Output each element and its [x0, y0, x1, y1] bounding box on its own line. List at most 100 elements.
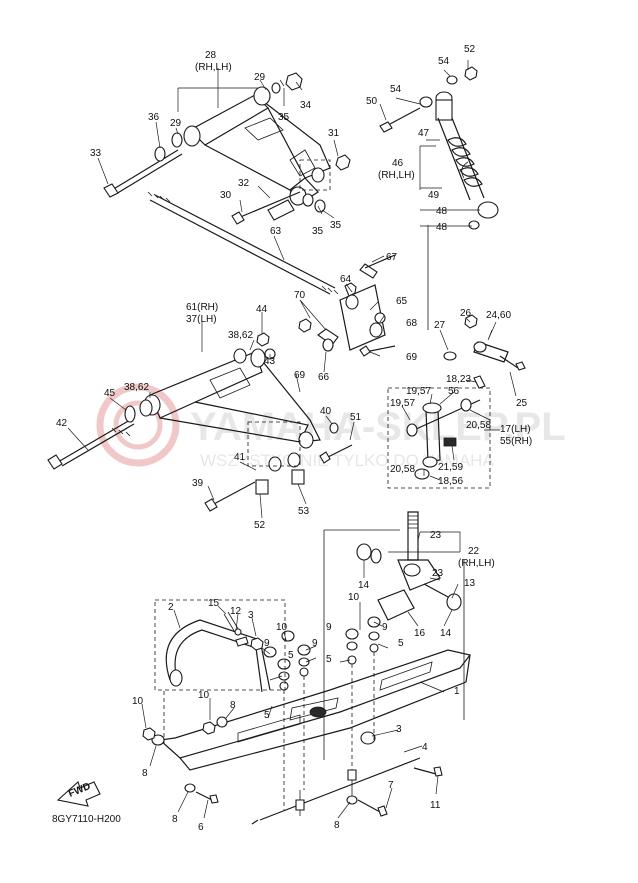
callout-17-lh: 17(LH) — [500, 424, 531, 435]
callout-35: 35 — [330, 220, 342, 231]
callout-10: 10 — [348, 592, 360, 603]
callout-23: 23 — [432, 568, 444, 579]
callout-61-rh: 61(RH) — [186, 302, 218, 313]
shaft-63 — [147, 191, 339, 295]
steering-cluster — [387, 314, 526, 489]
callout-5: 5 — [264, 710, 270, 721]
callout-44: 44 — [256, 304, 268, 315]
callout-47: 47 — [418, 128, 430, 139]
callout-25: 25 — [516, 398, 528, 409]
callout-31: 31 — [328, 128, 340, 139]
callout-39: 39 — [192, 478, 204, 489]
callout-14: 14 — [358, 580, 370, 591]
callout-63: 63 — [270, 226, 282, 237]
callout-5: 5 — [398, 638, 404, 649]
diagram-code: 8GY7110-H200 — [52, 814, 121, 825]
callout-28-sub: (RH,LH) — [195, 62, 232, 73]
callout-45: 45 — [104, 388, 116, 399]
callout-46-sub: (RH,LH) — [378, 170, 415, 181]
callout-69: 69 — [294, 370, 306, 381]
callout-20-58: 20,58 — [466, 420, 491, 431]
callout-56: 56 — [448, 386, 460, 397]
callout-53: 53 — [298, 506, 310, 517]
callout-46: 46 — [392, 158, 404, 169]
fwd-arrow-icon: FWD — [56, 781, 101, 807]
callout-38-62: 38,62 — [228, 330, 253, 341]
spindle-assembly — [323, 511, 465, 760]
callout-36: 36 — [148, 112, 160, 123]
callout-3: 3 — [248, 610, 254, 621]
callout-40: 40 — [320, 406, 332, 417]
callout-42: 42 — [56, 418, 68, 429]
callout-8: 8 — [142, 768, 148, 779]
watermark: YAMAHA-SKLEP.PL WSZYSTKO NIE TYLKO DO YA… — [96, 383, 566, 470]
callout-27: 27 — [434, 320, 446, 331]
callout-35: 35 — [312, 226, 324, 237]
callout-7: 7 — [388, 780, 394, 791]
ski-assembly — [142, 599, 472, 825]
callout-labels: 28 (RH,LH) 29 29 34 35 36 33 31 30 32 35… — [56, 44, 532, 833]
callout-18-23: 18,23 — [446, 374, 471, 385]
callout-18-56: 18,56 — [438, 476, 463, 487]
callout-22-sub: (RH,LH) — [458, 558, 495, 569]
callout-9: 9 — [264, 638, 270, 649]
callout-19-57: 19,57 — [406, 386, 431, 397]
callout-49: 49 — [428, 190, 440, 201]
callout-68: 68 — [406, 318, 418, 329]
callout-24-60: 24,60 — [486, 310, 511, 321]
callout-54: 54 — [390, 84, 402, 95]
callout-41: 41 — [234, 452, 246, 463]
callout-10: 10 — [276, 622, 288, 633]
callout-10: 10 — [198, 690, 210, 701]
callout-12: 12 — [230, 606, 242, 617]
callout-29: 29 — [170, 118, 182, 129]
callout-19-57: 19,57 — [390, 398, 415, 409]
callout-13: 13 — [464, 578, 476, 589]
callout-8: 8 — [172, 814, 178, 825]
callout-8: 8 — [230, 700, 236, 711]
callout-1: 1 — [454, 686, 460, 697]
callout-5: 5 — [288, 650, 294, 661]
callout-26: 26 — [460, 308, 472, 319]
callout-4: 4 — [422, 742, 428, 753]
callout-33: 33 — [90, 148, 102, 159]
callout-32: 32 — [238, 178, 250, 189]
callout-65: 65 — [396, 296, 408, 307]
callout-54: 54 — [438, 56, 450, 67]
callout-70: 70 — [294, 290, 306, 301]
callout-10: 10 — [132, 696, 144, 707]
watermark-main: YAMAHA-SKLEP.PL — [190, 405, 566, 449]
callout-48: 48 — [436, 222, 448, 233]
callout-14: 14 — [440, 628, 452, 639]
callout-30: 30 — [220, 190, 232, 201]
callout-11: 11 — [430, 800, 441, 811]
callout-51: 51 — [350, 412, 362, 423]
callout-52: 52 — [464, 44, 476, 55]
callout-3: 3 — [396, 724, 402, 735]
callout-9: 9 — [382, 622, 388, 633]
callout-5: 5 — [326, 654, 332, 665]
callout-37-lh: 37(LH) — [186, 314, 217, 325]
callout-15: 15 — [208, 598, 220, 609]
callout-64: 64 — [340, 274, 352, 285]
callout-16: 16 — [414, 628, 426, 639]
callout-29: 29 — [254, 72, 266, 83]
callout-9: 9 — [312, 638, 318, 649]
link-assembly — [298, 254, 396, 357]
callout-2: 2 — [168, 602, 174, 613]
callout-50: 50 — [366, 96, 378, 107]
callout-66: 66 — [318, 372, 330, 383]
shock-absorber — [379, 66, 499, 330]
callout-52: 52 — [254, 520, 266, 531]
callout-9: 9 — [326, 622, 332, 633]
callout-35: 35 — [278, 112, 290, 123]
callout-6: 6 — [198, 822, 204, 833]
upper-arm-assembly — [103, 72, 351, 225]
callout-38-62: 38,62 — [124, 382, 149, 393]
callout-20-58: 20,58 — [390, 464, 415, 475]
callout-55-rh: 55(RH) — [500, 436, 532, 447]
callout-48: 48 — [436, 206, 448, 217]
callout-43: 43 — [264, 356, 276, 367]
lower-arm-assembly — [47, 332, 353, 512]
